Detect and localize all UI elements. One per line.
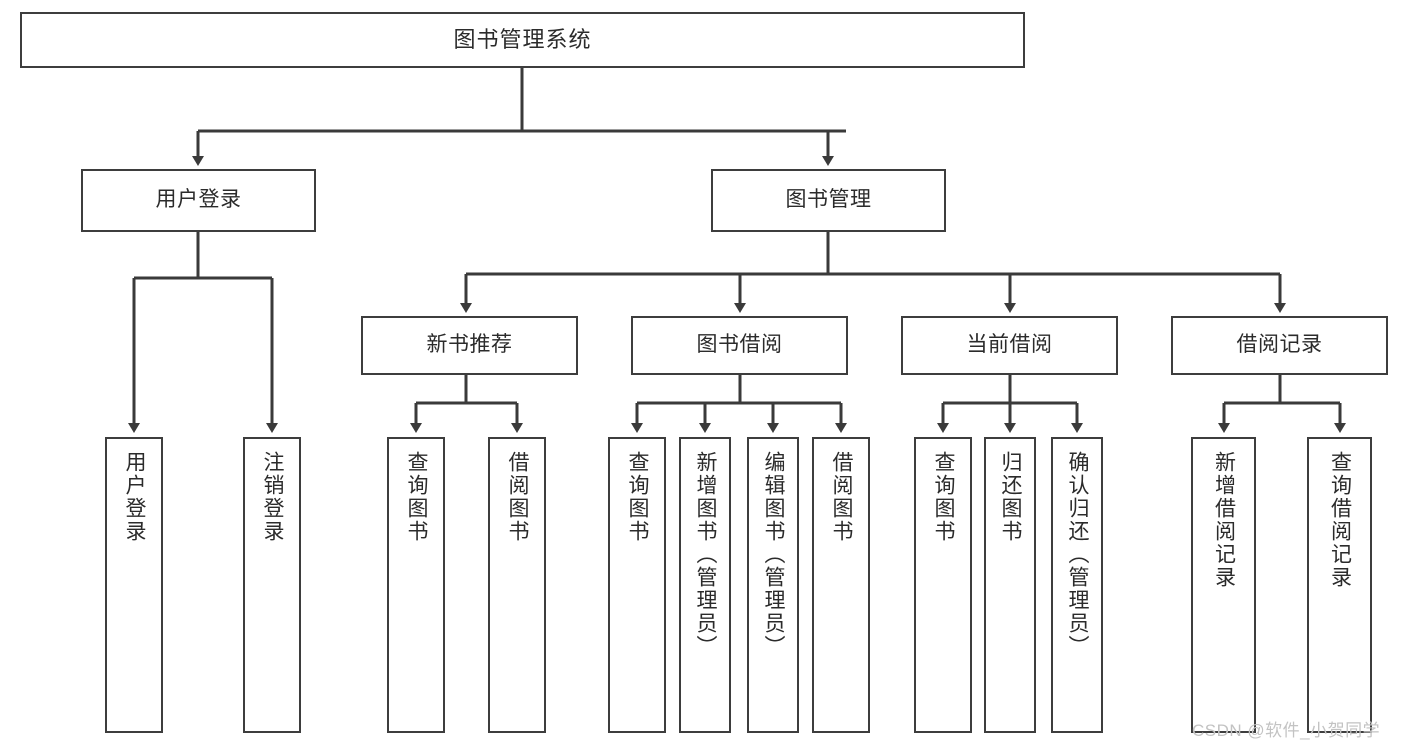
node-leaf-user-login[interactable]: 用户登录 [105, 437, 163, 733]
node-leaf-add-record-label: 新增借阅记录 [1212, 451, 1236, 589]
node-leaf-query-book-1[interactable]: 查询图书 [387, 437, 445, 733]
node-root-label: 图书管理系统 [453, 27, 592, 53]
node-leaf-user-login-label: 用户登录 [123, 451, 147, 543]
node-leaf-borrow-book-2[interactable]: 借阅图书 [812, 437, 870, 733]
node-leaf-edit-book[interactable]: 编辑图书（管理员） [747, 437, 799, 733]
node-leaf-borrow-book-2-label: 借阅图书 [830, 451, 854, 543]
node-borrow-record[interactable]: 借阅记录 [1171, 316, 1388, 375]
node-new-book-recommend-label: 新书推荐 [426, 333, 513, 357]
node-leaf-confirm-return-label: 确认归还（管理员） [1066, 451, 1090, 658]
node-leaf-borrow-book-1-label: 借阅图书 [506, 451, 530, 543]
node-leaf-add-book-label: 新增图书（管理员） [694, 451, 718, 658]
node-current-borrow-label: 当前借阅 [966, 333, 1053, 357]
node-leaf-query-book-3-label: 查询图书 [932, 451, 956, 543]
node-leaf-edit-book-label: 编辑图书（管理员） [762, 451, 786, 658]
node-user-login[interactable]: 用户登录 [81, 169, 316, 232]
node-leaf-return-book[interactable]: 归还图书 [984, 437, 1036, 733]
node-leaf-return-book-label: 归还图书 [999, 451, 1023, 543]
node-root[interactable]: 图书管理系统 [20, 12, 1025, 68]
node-leaf-confirm-return[interactable]: 确认归还（管理员） [1051, 437, 1103, 733]
node-leaf-query-book-3[interactable]: 查询图书 [914, 437, 972, 733]
node-book-borrow-label: 图书借阅 [696, 333, 783, 357]
node-leaf-query-book-2[interactable]: 查询图书 [608, 437, 666, 733]
node-leaf-query-book-1-label: 查询图书 [405, 451, 429, 543]
node-new-book-recommend[interactable]: 新书推荐 [361, 316, 578, 375]
node-leaf-add-book[interactable]: 新增图书（管理员） [679, 437, 731, 733]
node-leaf-logout-login[interactable]: 注销登录 [243, 437, 301, 733]
node-leaf-query-book-2-label: 查询图书 [626, 451, 650, 543]
node-book-manage-label: 图书管理 [785, 188, 872, 212]
node-leaf-logout-login-label: 注销登录 [261, 451, 285, 543]
node-user-login-label: 用户登录 [155, 188, 242, 212]
node-book-borrow[interactable]: 图书借阅 [631, 316, 848, 375]
node-book-manage[interactable]: 图书管理 [711, 169, 946, 232]
node-leaf-add-record[interactable]: 新增借阅记录 [1191, 437, 1256, 733]
node-borrow-record-label: 借阅记录 [1236, 333, 1323, 357]
node-leaf-query-record[interactable]: 查询借阅记录 [1307, 437, 1372, 733]
node-current-borrow[interactable]: 当前借阅 [901, 316, 1118, 375]
node-leaf-borrow-book-1[interactable]: 借阅图书 [488, 437, 546, 733]
node-leaf-query-record-label: 查询借阅记录 [1328, 451, 1352, 589]
